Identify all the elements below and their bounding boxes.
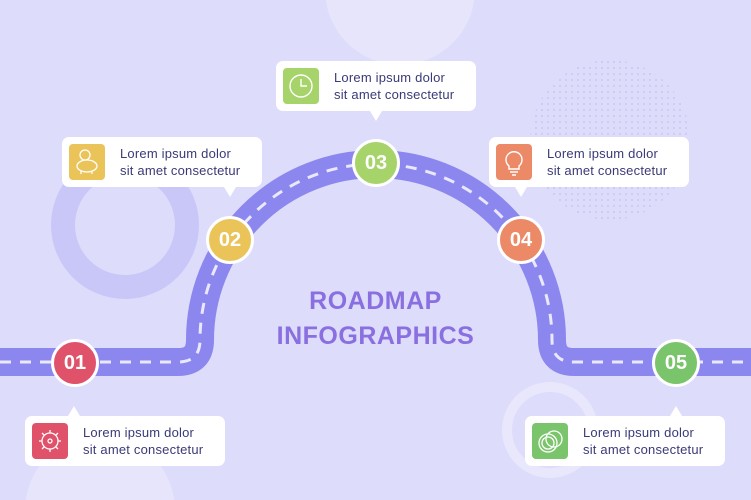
decor-circle [325,0,475,65]
step-card-03: Lorem ipsum dolor sit amet consectetur [276,61,476,111]
step-text-line: sit amet consectetur [583,442,704,457]
step-text-line: Lorem ipsum dolor [83,425,195,440]
step-text-line: Lorem ipsum dolor [583,425,695,440]
step-marker-03: 03 [352,139,400,187]
step-text-line: sit amet consectetur [334,87,455,102]
step-text-line: Lorem ipsum dolor [120,146,232,161]
step-card-04: Lorem ipsum dolor sit amet consectetur [489,137,689,187]
callout-tail [670,406,682,416]
title-line-1: ROADMAP [309,287,442,315]
step-card-02: Lorem ipsum dolor sit amet consectetur [62,137,262,187]
callout-tail [224,187,236,197]
step-card-01: Lorem ipsum dolor sit amet consectetur [25,416,225,466]
step-text-line: Lorem ipsum dolor [334,70,446,85]
step-marker-04: 04 [497,216,545,264]
step-card-05: Lorem ipsum dolor sit amet consectetur [525,416,725,466]
step-marker-02: 02 [206,216,254,264]
callout-tail [515,187,527,197]
callout-tail [370,111,382,121]
coins-icon [532,423,568,459]
step-text-line: sit amet consectetur [83,442,204,457]
gear-icon [32,423,68,459]
piggy-bank-icon [69,144,105,180]
step-marker-05: 05 [652,339,700,387]
step-marker-01: 01 [51,339,99,387]
step-text-line: sit amet consectetur [547,163,668,178]
title-line-2: INFOGRAPHICS [276,322,475,350]
step-text-line: sit amet consectetur [120,163,241,178]
step-text-line: Lorem ipsum dolor [547,146,659,161]
clock-icon [283,68,319,104]
lightbulb-icon [496,144,532,180]
callout-tail [68,406,80,416]
